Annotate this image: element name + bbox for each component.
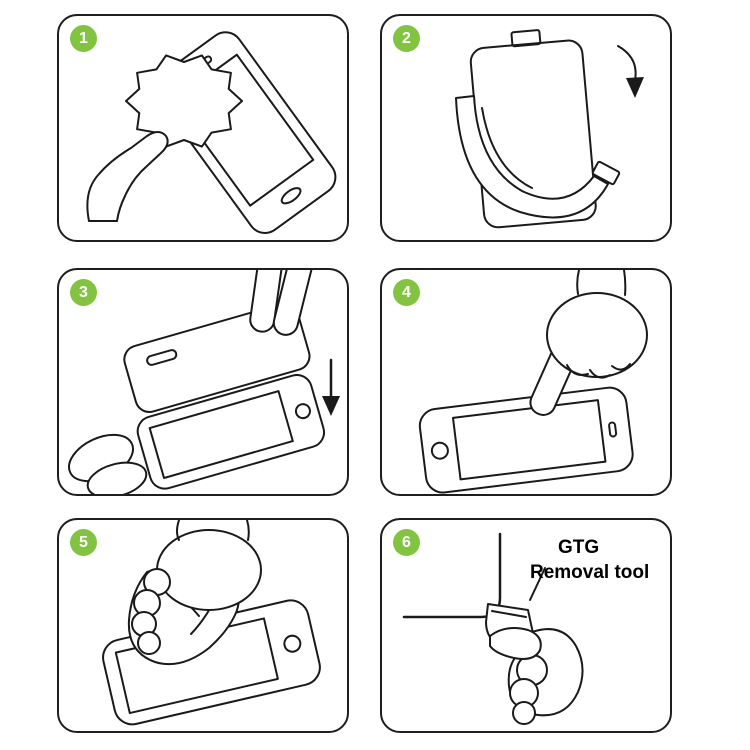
finger [272, 270, 318, 336]
curled-finger [512, 701, 536, 725]
align-glass-over-phone-illustration [68, 270, 340, 494]
step-6-number-badge: 6 [393, 529, 420, 556]
step-1-number: 1 [79, 29, 88, 47]
glass-body [123, 302, 311, 413]
glass-speaker-cutout [146, 349, 178, 366]
thumb [489, 627, 542, 660]
tool-slot-line [491, 610, 527, 618]
corner-removal-tool-illustration [402, 532, 584, 725]
film-fold-line [481, 107, 533, 189]
removal-tool-label-line1: GTG [558, 537, 600, 558]
wrist-line [576, 270, 580, 295]
step-1-number-badge: 1 [70, 25, 97, 52]
phone-speaker [608, 421, 618, 438]
phone-outline [418, 386, 634, 494]
removal-tool-label: GTG Removal tool [530, 536, 649, 585]
step-2-panel: 2 [380, 14, 672, 242]
wipe-phone-with-cloth-illustration [86, 31, 337, 234]
wrist-line [176, 520, 180, 541]
hand [86, 461, 148, 494]
phone-screen [148, 390, 294, 480]
wrist-line [623, 270, 627, 296]
step-3-panel: 3 [57, 268, 349, 496]
step-6-number: 6 [402, 533, 411, 551]
phone-home-button [294, 403, 311, 420]
step-3-number: 3 [79, 283, 88, 301]
step-1-panel: 1 [57, 14, 349, 242]
protective-film [455, 95, 609, 219]
phone-body [136, 373, 326, 490]
hand [86, 131, 169, 222]
finger [249, 270, 285, 333]
step-5-number-badge: 5 [70, 529, 97, 556]
step-2-number-badge: 2 [393, 25, 420, 52]
phone-and-glass [123, 302, 326, 490]
peel-arrow-curve [617, 45, 637, 81]
curled-finger [611, 363, 631, 371]
step-6-panel: 6 GTG Removal tool [380, 518, 672, 733]
step-4-number: 4 [402, 283, 411, 301]
hand [546, 292, 648, 378]
step-2-number: 2 [402, 29, 411, 47]
peel-film-from-glass-illustration [455, 29, 644, 229]
phone-home-button [283, 634, 302, 653]
step-3-number-badge: 3 [70, 279, 97, 306]
step-4-number-badge: 4 [393, 279, 420, 306]
wrist-line [246, 520, 250, 541]
curled-finger [566, 364, 589, 376]
phone-home-button [280, 187, 302, 205]
step-4-panel: 4 [380, 268, 672, 496]
curled-finger [589, 369, 611, 379]
peel-arrow-head-icon [626, 77, 644, 98]
hand [156, 529, 262, 611]
glass-tab [510, 29, 542, 48]
label-pointer-line [529, 567, 546, 601]
press-screen-with-finger-illustration [418, 270, 648, 494]
film-tab [591, 160, 621, 186]
phone-body [418, 386, 634, 494]
phone-home-button [430, 441, 449, 460]
smooth-film-on-phone-illustration [102, 520, 321, 726]
curled-finger [137, 631, 161, 655]
down-arrow-head-icon [322, 396, 340, 416]
phone-screen [451, 399, 607, 481]
step-5-number: 5 [79, 533, 88, 551]
removal-tool-label-line2: Removal tool [530, 561, 650, 583]
cleaning-cloth [125, 54, 243, 148]
step-5-panel: 5 [57, 518, 349, 733]
